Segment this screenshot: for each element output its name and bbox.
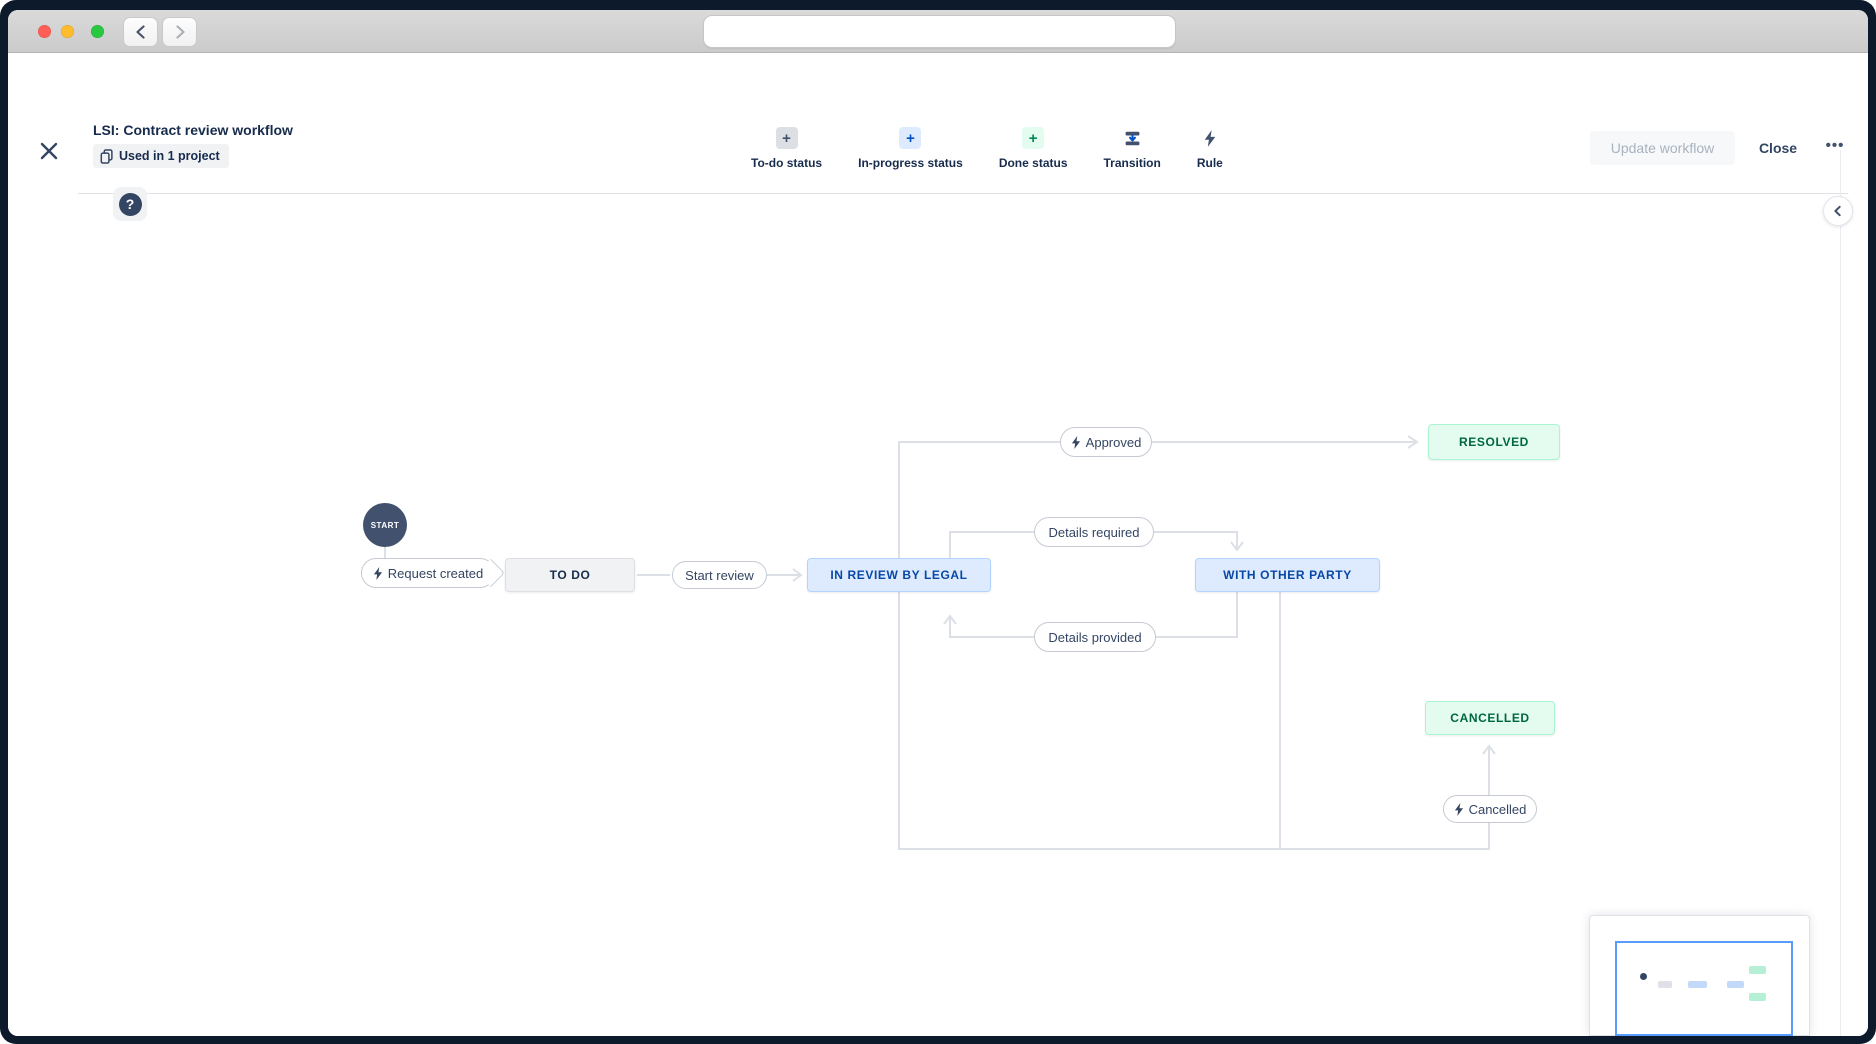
- add-done-status-button[interactable]: + Done status: [999, 127, 1068, 170]
- transition-label: Details required: [1048, 524, 1140, 540]
- close-icon: [40, 142, 58, 160]
- transition-start-review[interactable]: Start review: [672, 561, 767, 589]
- minimap-resolved-node: [1749, 966, 1766, 974]
- transition-label: Start review: [685, 567, 754, 583]
- status-with-other-party[interactable]: WITH OTHER PARTY: [1195, 558, 1380, 592]
- browser-forward-button[interactable]: [162, 17, 197, 47]
- usage-badge-label: Used in 1 project: [119, 149, 220, 163]
- minimap-in-review-node: [1688, 981, 1707, 988]
- right-panel-divider: [1840, 150, 1841, 1036]
- add-rule-button[interactable]: Rule: [1197, 127, 1223, 170]
- add-transition-button[interactable]: Transition: [1104, 127, 1161, 170]
- status-to-do[interactable]: TO DO: [505, 558, 635, 592]
- lightning-icon: [373, 566, 382, 580]
- minimize-window-button[interactable]: [61, 25, 74, 38]
- page-title: LSI: Contract review workflow: [93, 122, 293, 138]
- plus-icon: +: [1022, 127, 1045, 149]
- transition-request-created[interactable]: Request created: [361, 558, 495, 588]
- zoom-window-button[interactable]: [91, 25, 104, 38]
- toolbar-item-label: Rule: [1196, 156, 1223, 170]
- status-in-review-by-legal[interactable]: IN REVIEW BY LEGAL: [807, 558, 991, 592]
- add-todo-status-button[interactable]: + To-do status: [751, 127, 822, 170]
- more-menu-button[interactable]: •••: [1825, 137, 1845, 154]
- workflow-editor: LSI: Contract review workflow Used in 1 …: [8, 53, 1868, 1036]
- minimap-other-party-node: [1727, 981, 1744, 988]
- status-label: TO DO: [549, 568, 591, 582]
- toolbar-item-label: Done status: [998, 156, 1068, 170]
- transition-label: Approved: [1085, 434, 1142, 450]
- close-window-button[interactable]: [38, 25, 51, 38]
- copy-icon: [100, 148, 113, 164]
- plus-icon: +: [775, 127, 798, 149]
- usage-badge: Used in 1 project: [93, 144, 229, 168]
- plus-icon: +: [899, 127, 922, 149]
- minimap: [1589, 915, 1810, 1036]
- minimap-cancelled-node: [1749, 993, 1766, 1001]
- toolbar-item-label: Transition: [1103, 156, 1161, 170]
- toolbar-item-label: To-do status: [751, 156, 823, 170]
- transition-label: Cancelled: [1468, 801, 1527, 817]
- transition-icon: [1121, 127, 1143, 149]
- browser-back-button[interactable]: [123, 17, 158, 47]
- update-workflow-button[interactable]: Update workflow: [1590, 131, 1735, 165]
- transition-label: Request created: [387, 565, 484, 581]
- editor-toolbar: + To-do status + In-progress status + Do…: [751, 127, 1223, 170]
- minimap-todo-node: [1658, 981, 1672, 988]
- chevron-left-icon: [1834, 205, 1841, 217]
- transition-details-required[interactable]: Details required: [1034, 517, 1154, 547]
- header-divider: [78, 193, 1848, 194]
- status-resolved[interactable]: RESOLVED: [1428, 424, 1560, 460]
- help-button[interactable]: ?: [113, 187, 147, 221]
- lightning-icon: [1071, 435, 1080, 449]
- chevron-right-icon: [175, 25, 185, 39]
- transition-details-provided[interactable]: Details provided: [1034, 622, 1156, 652]
- lightning-icon: [1199, 127, 1221, 149]
- status-cancelled[interactable]: CANCELLED: [1425, 701, 1555, 735]
- transition-label: Details provided: [1048, 629, 1142, 645]
- address-bar[interactable]: [703, 15, 1176, 48]
- minimap-viewport[interactable]: [1615, 941, 1793, 1036]
- close-editor-button[interactable]: [31, 133, 67, 169]
- status-label: CANCELLED: [1450, 711, 1530, 725]
- toolbar-item-label: In-progress status: [858, 156, 963, 170]
- status-label: RESOLVED: [1459, 435, 1529, 449]
- add-inprogress-status-button[interactable]: + In-progress status: [858, 127, 963, 170]
- question-mark-icon: ?: [118, 192, 142, 216]
- transition-approved[interactable]: Approved: [1060, 427, 1152, 457]
- lightning-icon: [1454, 802, 1463, 816]
- collapse-panel-button[interactable]: [1823, 196, 1853, 226]
- close-button[interactable]: Close: [1758, 140, 1798, 156]
- status-label: WITH OTHER PARTY: [1223, 568, 1352, 582]
- minimap-start-node: [1640, 973, 1647, 980]
- start-node[interactable]: START: [363, 503, 407, 547]
- browser-toolbar: [8, 10, 1868, 53]
- status-label: IN REVIEW BY LEGAL: [830, 568, 968, 582]
- browser-window: LSI: Contract review workflow Used in 1 …: [8, 10, 1868, 1036]
- chevron-left-icon: [135, 25, 145, 39]
- transition-cancelled[interactable]: Cancelled: [1443, 795, 1537, 823]
